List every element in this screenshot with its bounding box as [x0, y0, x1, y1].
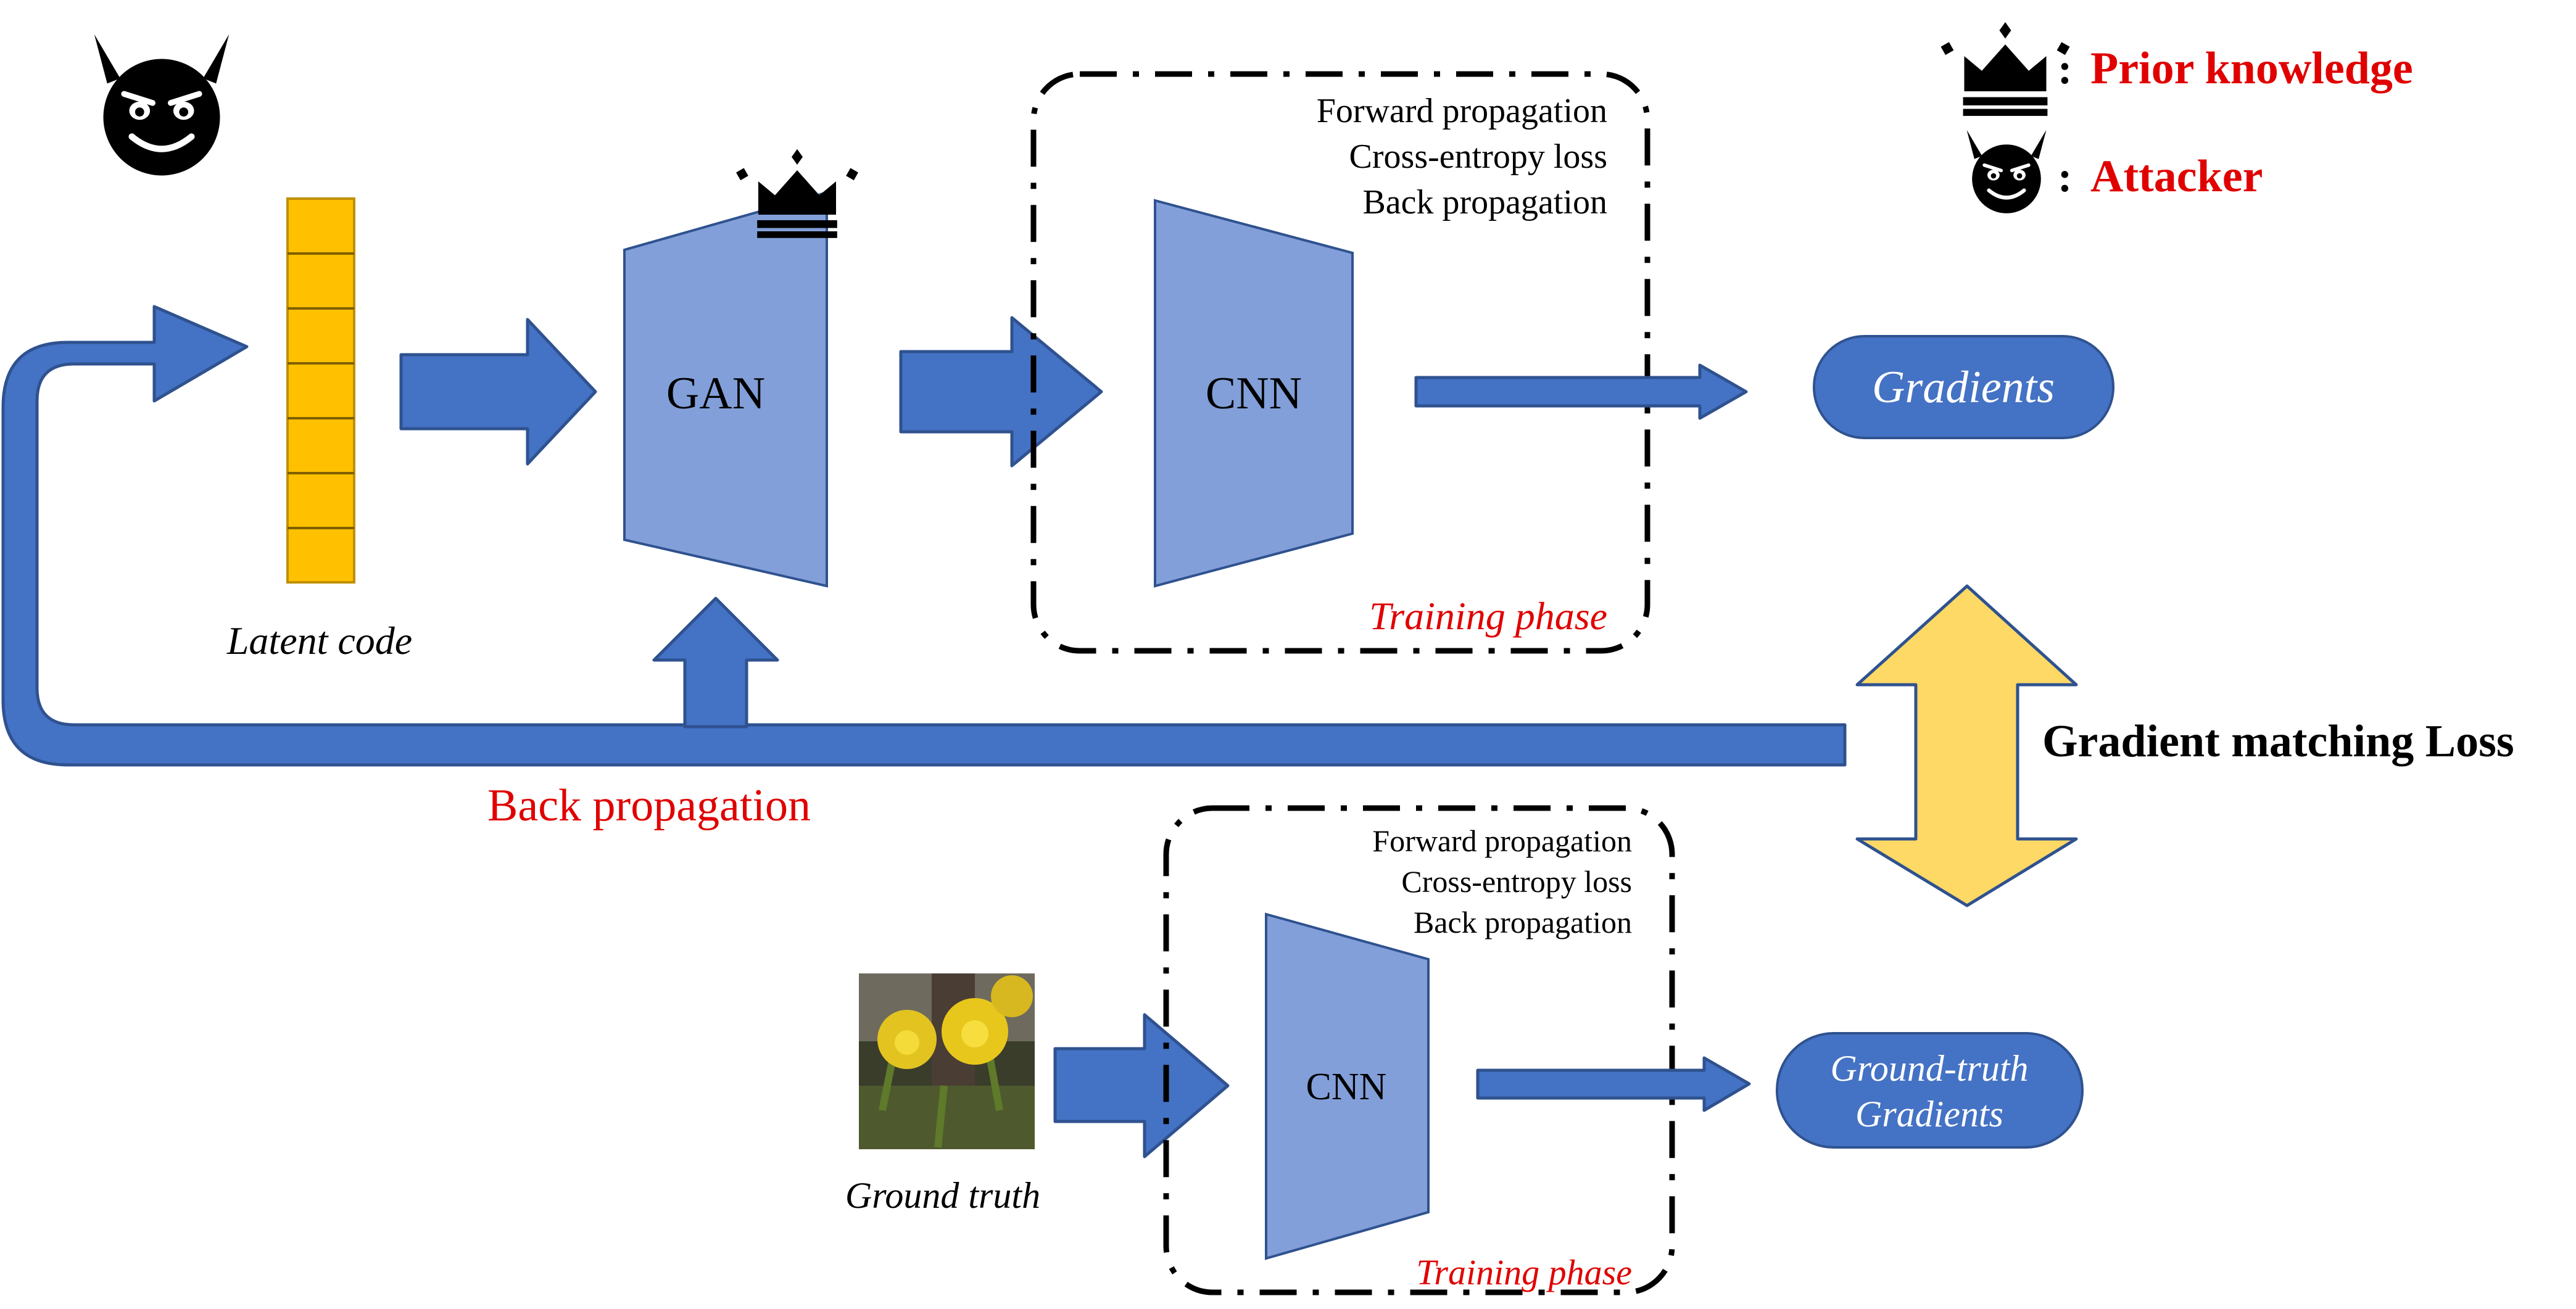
top-box-step-2: Cross-entropy loss [1349, 138, 1607, 176]
legend-prior-knowledge: Prior knowledge [2090, 43, 2413, 94]
top-box-step-3: Back propagation [1362, 183, 1607, 221]
top-box-caption: Training phase [1369, 594, 1607, 638]
legend-attacker-devil-icon [1967, 130, 2047, 213]
latent-code-label: Latent code [226, 619, 412, 663]
gradients-label: Gradients [1872, 362, 2055, 413]
back-propagation-loop-arrow [1, 305, 1847, 767]
latent-to-gan-arrow [399, 318, 597, 466]
bottom-box-step-3: Back propagation [1414, 905, 1632, 939]
ground-truth-gradients-line1: Ground-truth [1830, 1048, 2028, 1089]
bottom-box-caption: Training phase [1416, 1252, 1632, 1292]
latent-code-vector [286, 197, 355, 584]
ground-truth-image [859, 973, 1035, 1149]
legend-separator-1: : [2058, 46, 2072, 93]
cnn-network-bottom [1265, 912, 1430, 1260]
cnn-to-ground-truth-gradients-arrow [1476, 1056, 1751, 1112]
ground-truth-gradients-line2: Gradients [1855, 1094, 2003, 1134]
attacker-devil-icon [94, 35, 229, 176]
gan-to-cnn-arrow [899, 316, 1103, 468]
gradient-matching-double-arrow [1855, 584, 2078, 907]
top-box-step-1: Forward propagation [1317, 92, 1607, 130]
back-propagation-label: Back propagation [487, 780, 811, 831]
training-phase-box-bottom [1163, 805, 1675, 1295]
gradient-matching-loss-label: Gradient matching Loss [2042, 716, 2514, 767]
gan-label: GAN [666, 368, 765, 419]
training-phase-box-top [1030, 71, 1650, 654]
legend-crown-icon [1940, 22, 2070, 116]
legend-attacker: Attacker [2090, 151, 2263, 202]
back-propagation-up-arrow [652, 597, 779, 729]
gradients-pill [1813, 335, 2114, 439]
ground-truth-gradients-pill [1776, 1032, 2084, 1149]
bottom-box-step-1: Forward propagation [1372, 824, 1632, 858]
cnn-to-gradients-arrow [1414, 363, 1748, 420]
ground-truth-label: Ground truth [845, 1175, 1040, 1216]
cnn-bottom-label: CNN [1306, 1066, 1387, 1108]
bottom-box-step-2: Cross-entropy loss [1401, 864, 1632, 899]
legend-separator-2: : [2058, 154, 2072, 201]
cnn-top-label: CNN [1206, 368, 1302, 419]
ground-truth-to-cnn-arrow [1053, 1013, 1230, 1158]
cnn-network-top [1154, 199, 1354, 588]
